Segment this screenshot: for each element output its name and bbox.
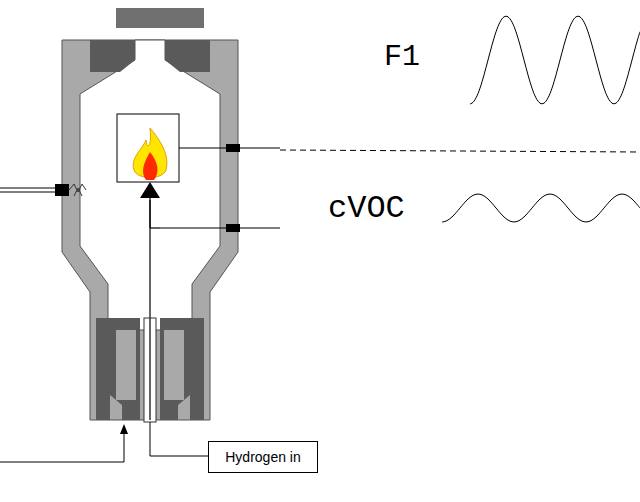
- igniter-coil: [69, 184, 86, 196]
- cap: [116, 8, 204, 28]
- insulator: [226, 224, 240, 232]
- collector: [117, 114, 179, 182]
- base-inner: [116, 330, 136, 400]
- air-line: [0, 432, 124, 462]
- signal-line: [280, 150, 640, 152]
- jet-tip: [140, 182, 160, 198]
- signal-name: F1: [384, 42, 420, 72]
- f1-signal-wave: [470, 16, 640, 104]
- flame-core: [143, 152, 157, 180]
- polarizer-link: [150, 227, 160, 228]
- igniter-wire: [0, 188, 60, 189]
- node-text: Hydrogen in: [217, 449, 309, 465]
- insulator: [55, 184, 69, 196]
- base-block: [96, 318, 140, 420]
- housing: [62, 40, 238, 420]
- jet-line: [149, 200, 151, 420]
- base-block: [160, 318, 204, 420]
- polarizer-lead: [160, 227, 280, 228]
- base-inner: [164, 330, 184, 400]
- hydrogen-line: [150, 422, 208, 456]
- label-box: Hydrogen in: [208, 441, 318, 473]
- cvoc-signal-wave: [442, 194, 640, 222]
- top-block: [165, 40, 210, 72]
- insulator: [226, 144, 240, 152]
- top-block: [90, 40, 135, 72]
- signal-name: cVOC: [328, 193, 405, 225]
- arrow-head: [120, 424, 128, 434]
- polarizer-link: [149, 198, 150, 228]
- igniter-wire: [0, 192, 60, 193]
